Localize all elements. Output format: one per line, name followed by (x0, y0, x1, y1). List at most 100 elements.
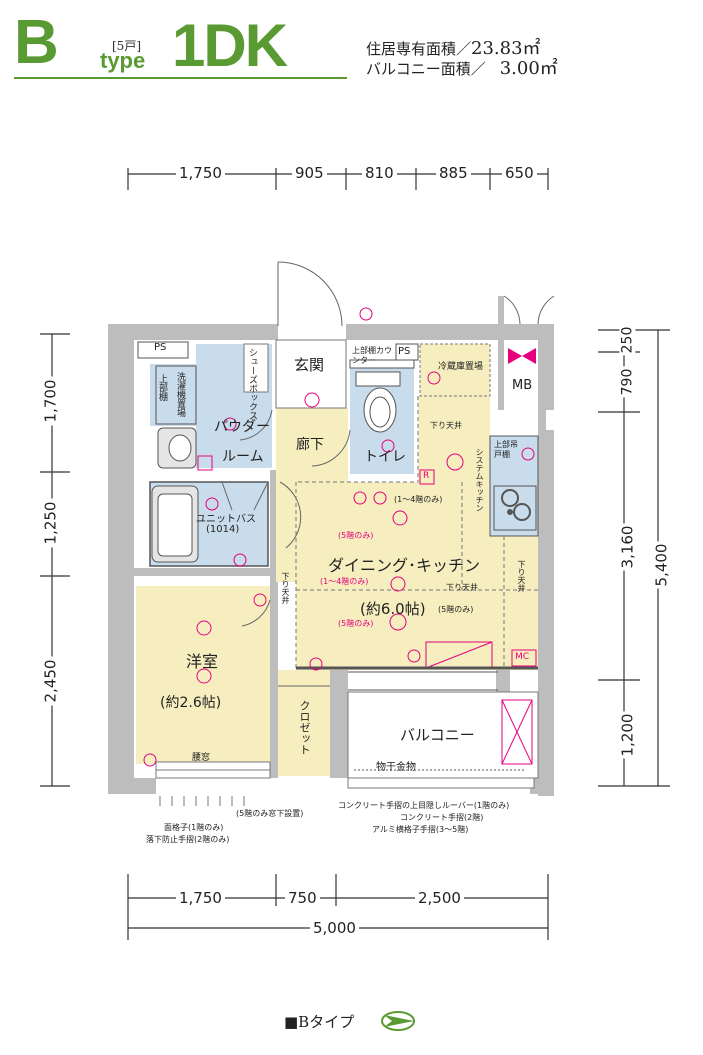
footer-type-label: ■Bタイプ (284, 1013, 355, 1031)
toilet-door-swing (311, 429, 351, 467)
balcony-area-row: バルコニー面積／3.00㎡ (366, 54, 558, 80)
wall-bottom-left (108, 778, 156, 794)
wall-kitchen-right (538, 396, 546, 436)
wall-bedroom-right (270, 568, 278, 778)
wall-balcony-post (496, 668, 510, 696)
ps-left-box (137, 341, 189, 359)
washbasin-bowl (168, 434, 192, 462)
washer-box (155, 365, 197, 425)
note-ceiling-drop-3: 下り天井 (446, 583, 478, 592)
area-row: 住居専有面積／23.83㎡ (366, 34, 541, 60)
note-floor-5-b: (5階のみ) (438, 605, 474, 614)
type-word: type (100, 48, 146, 73)
toilet-tank (355, 371, 401, 387)
exterior-walls (108, 296, 554, 796)
fridge-area-floor (419, 343, 491, 397)
balcony-unit-x2 (501, 699, 533, 765)
label-upper-cabinet-counter: 上部棚カウンター (352, 346, 392, 365)
toilet-seat (369, 396, 391, 428)
note-floor-5-window: (5階のみ窓下設置) (236, 809, 304, 818)
dim-right-4: 1,200 (618, 711, 637, 759)
note-louver-1: コンクリート手摺の上目隠しルーバー(1階のみ) (338, 801, 510, 810)
label-mb: MB (512, 378, 533, 393)
area-label: 住居専有面積／ (366, 40, 472, 58)
label-system-kitchen: システムキッチン (475, 448, 484, 512)
wall-left (108, 324, 134, 792)
dim-top-5: 650 (502, 164, 537, 182)
wall-mb-left (498, 296, 504, 410)
dim-top-1: 1,750 (176, 164, 225, 182)
r-box (419, 469, 435, 485)
corridor-floor-2 (276, 482, 298, 582)
label-dining-size: (約6.0帖) (360, 600, 426, 618)
outlet-symbols (143, 307, 535, 767)
note-louver-2: コンクリート手摺(2階) (400, 813, 484, 822)
bedroom-floor (136, 586, 270, 764)
note-ceiling-drop-2: 下り天井 (281, 572, 290, 604)
dim-bottom-3: 2,500 (415, 889, 464, 907)
wall-right-upper (538, 324, 554, 410)
shoe-box (243, 343, 269, 393)
dim-bottom-total: 5,000 (310, 919, 359, 937)
dining-window-diag (425, 641, 493, 669)
label-upper-cabinet-kitchen: 上部吊戸棚 (494, 440, 518, 459)
label-ps-left: PS (154, 342, 167, 353)
wall-right-lower (538, 430, 554, 796)
label-waist-window: 腰窓 (192, 753, 211, 763)
dim-top-4: 885 (436, 164, 471, 182)
note-grille-1: 面格子(1階のみ) (164, 823, 224, 832)
balcony-railing (347, 777, 535, 789)
powder-door-swing (239, 409, 273, 441)
mc-box (511, 649, 537, 667)
label-powder-2: ルーム (222, 449, 264, 465)
wall-bottom-right (530, 778, 554, 794)
label-washer-area: 洗濯機置場 (175, 372, 185, 417)
dim-right-total: 5,400 (652, 541, 671, 589)
unit-count: [5戸] (112, 39, 141, 53)
dim-bottom-2: 750 (285, 889, 320, 907)
dim-left-3: 2,450 (41, 656, 60, 706)
north-arrow-head (384, 1015, 414, 1027)
corridor-floor (276, 408, 348, 482)
note-grille-2: 落下防止手摺(2階のみ) (146, 835, 230, 844)
stove-burner-2 (513, 503, 531, 521)
type-letter: B (14, 8, 59, 77)
label-unit-bath-2: (1014) (206, 524, 240, 535)
stove-burner-3 (507, 509, 513, 515)
label-toilet: トイレ (364, 449, 406, 465)
closet-floor (278, 670, 330, 776)
label-balcony: バルコニー (400, 726, 475, 744)
label-western-size: (約2.6帖) (160, 695, 222, 711)
wall-closet-right (330, 668, 348, 778)
note-floors-1-4-a: (1〜4階のみ) (394, 495, 443, 504)
wall-top-right (498, 324, 542, 340)
dim-left-1: 1,700 (41, 376, 60, 426)
washer-floor (150, 364, 198, 426)
label-unit-bath-1: ユニットバス (196, 514, 256, 525)
dim-bottom-1: 1,750 (176, 889, 225, 907)
wall-top-left (108, 324, 278, 340)
label-closet: クロゼット (298, 700, 311, 755)
counter-top (349, 359, 415, 369)
label-entrance: 玄関 (294, 356, 325, 374)
area-value: 23.83㎡ (471, 38, 541, 59)
entrance-door-swing (277, 261, 343, 327)
stove-frame (493, 485, 537, 531)
note-ceiling-drop-4: 下り天井 (517, 560, 526, 592)
note-ceiling-drop-1: 下り天井 (430, 421, 462, 430)
header-divider (14, 77, 347, 79)
kitchen-corridor-floor (418, 396, 490, 482)
wall-bath-right (270, 470, 278, 570)
note-floors-1-4-b: (1〜4階のみ) (320, 577, 369, 586)
layout-name: 1DK (172, 12, 288, 79)
dim-left-2: 1,250 (41, 498, 60, 548)
dim-right-2: 790 (619, 366, 636, 398)
dim-right-1: 250 (619, 324, 636, 356)
bedroom-door-swing (241, 599, 271, 627)
label-powder-1: パウダー (214, 419, 270, 435)
mb-door-swing-right (537, 295, 555, 325)
note-louver-3: アルミ横格子手摺(3〜5階) (372, 825, 469, 834)
stove-burner-1 (501, 489, 519, 507)
dim-top-2: 905 (292, 164, 327, 182)
